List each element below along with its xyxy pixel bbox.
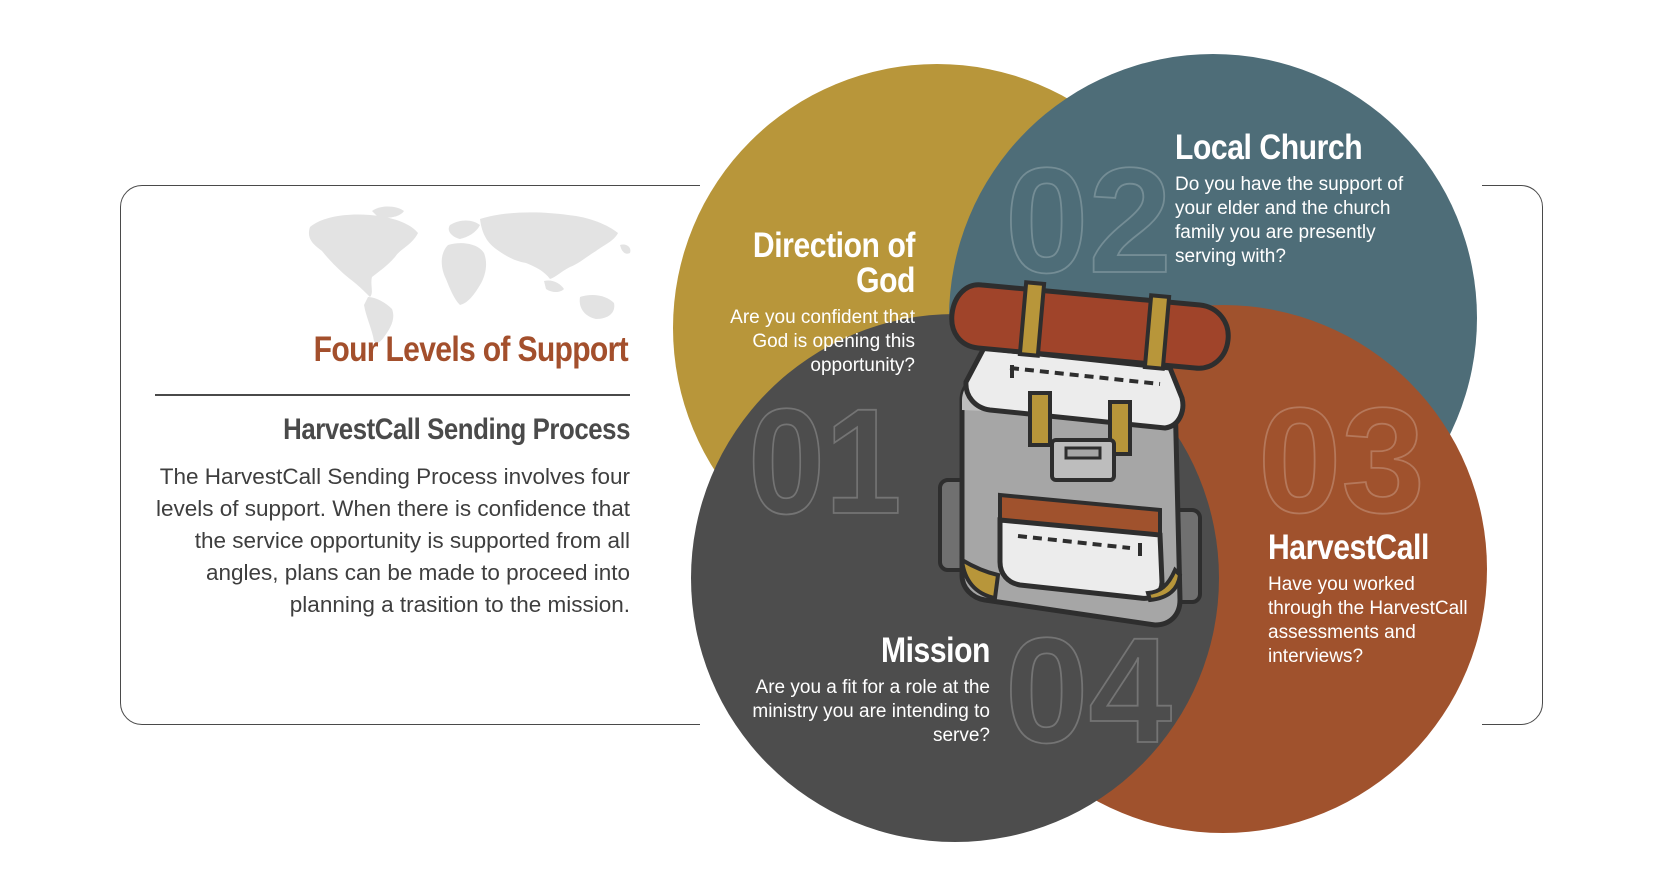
level-title: HarvestCall [1268, 528, 1429, 567]
level-harvestcall: HarvestCall Have you worked through the … [1268, 530, 1468, 669]
world-map-icon [308, 206, 631, 344]
level-mission: Mission Are you a fit for a role at the … [740, 633, 990, 748]
backpack-icon [938, 280, 1231, 628]
number-01: 01 [748, 378, 901, 546]
level-title: Direction of God [752, 226, 915, 300]
number-02: 02 [1005, 136, 1172, 304]
description-text: The HarvestCall Sending Process involves… [155, 464, 630, 617]
level-direction-of-god: Direction of God Are you confident that … [700, 228, 915, 378]
level-title: Mission [880, 631, 990, 670]
level-question: Are you confident that God is opening th… [730, 307, 915, 376]
level-question: Do you have the support of your elder an… [1175, 174, 1404, 267]
level-local-church: Local Church Do you have the support of … [1175, 130, 1435, 269]
level-question: Are you a fit for a role at the ministry… [752, 677, 990, 746]
level-question: Have you worked through the HarvestCall … [1268, 574, 1468, 667]
title-divider [155, 394, 630, 396]
number-04: 04 [1005, 606, 1172, 774]
page-title: Four Levels of Support [313, 330, 629, 369]
number-03: 03 [1258, 376, 1425, 544]
section-subtitle: HarvestCall Sending Process [283, 413, 630, 446]
level-title: Local Church [1175, 128, 1363, 167]
